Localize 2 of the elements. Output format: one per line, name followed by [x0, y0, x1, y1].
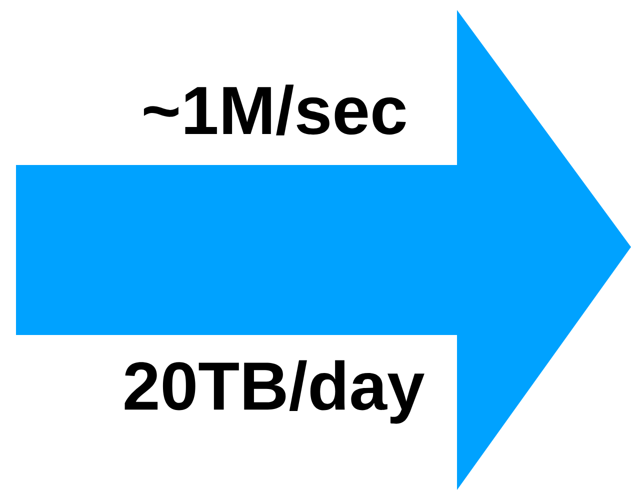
rate-label: ~1M/sec: [144, 84, 406, 136]
rate-label: 20TB/day: [124, 360, 424, 424]
